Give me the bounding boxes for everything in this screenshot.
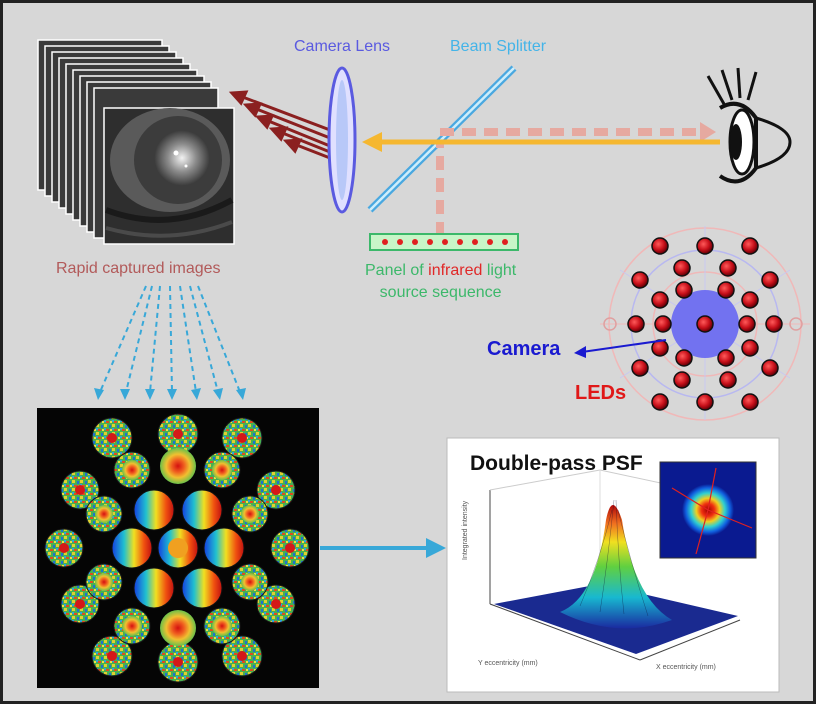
arrow-to-psf [320, 538, 446, 558]
psf-plot-panel [446, 437, 780, 693]
camera-label: Camera [487, 338, 561, 360]
rapid-captured-label: Rapid captured images [56, 260, 221, 277]
arrows-to-camera [228, 90, 331, 160]
captured-image-stack [37, 39, 235, 245]
return-beam [362, 132, 720, 152]
psf-xlabel: X eccentricity (mm) [656, 664, 716, 671]
leds-label: LEDs [575, 382, 627, 404]
camera-lens [327, 66, 357, 214]
camera-lens-label: Camera Lens [294, 38, 391, 55]
camera-pointer-arrow [574, 339, 667, 358]
eye-icon [706, 67, 792, 184]
led-panel-label: Panel of infrared light source sequence [365, 260, 516, 304]
led-ring-schematic [600, 226, 810, 421]
arrows-to-images [99, 285, 241, 393]
infrared-beam [436, 128, 706, 236]
led-panel-label-infrared: infrared [428, 262, 483, 279]
psf-title: Double-pass PSF [470, 452, 643, 475]
psf-ylabel: Y eccentricity (mm) [478, 660, 538, 667]
led-panel-label-line2: source sequence [379, 284, 502, 301]
led-panel-label-pre: Panel of [365, 262, 429, 279]
psf-zlabel: Integrated intensity [462, 500, 469, 560]
beam-splitter [367, 65, 517, 213]
led-panel-label-post: light [482, 262, 517, 279]
beam-splitter-label: Beam Splitter [450, 38, 547, 55]
led-panel [369, 233, 519, 251]
aberration-image-grid [37, 408, 319, 688]
